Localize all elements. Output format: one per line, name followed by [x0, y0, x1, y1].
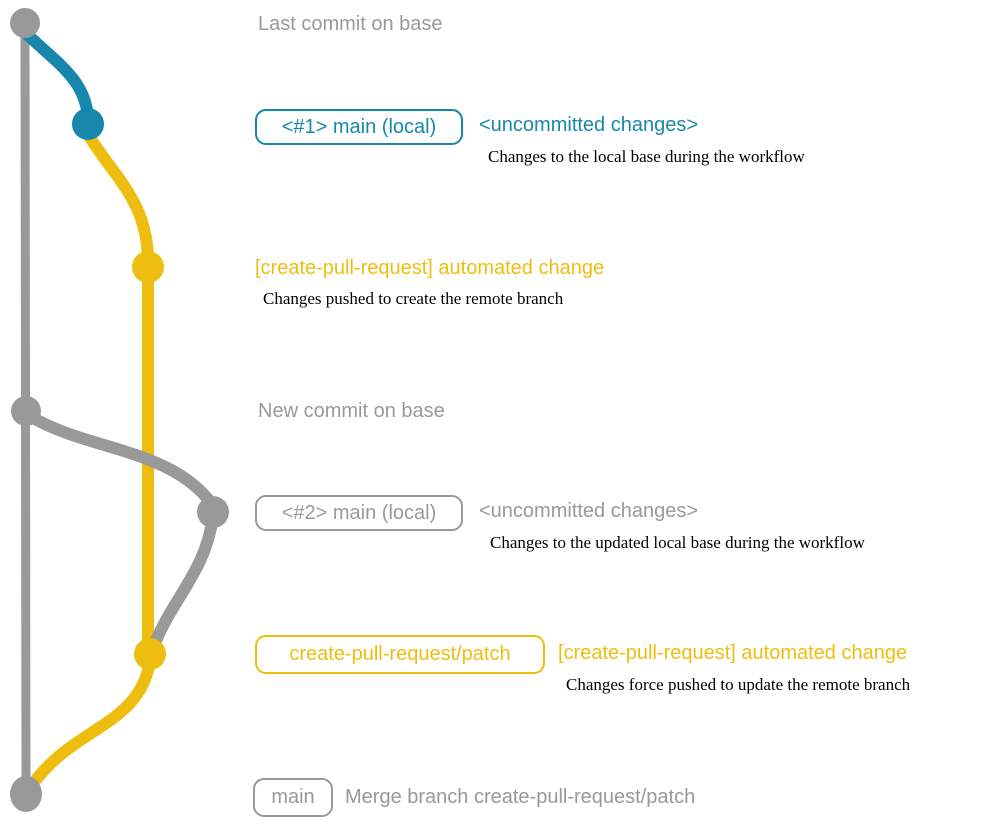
- commit-dot-main1: [72, 108, 104, 140]
- commit-dot-last-base: [10, 8, 40, 38]
- main-branch-badge: main: [253, 778, 333, 817]
- main1-uncommitted-heading: <uncommitted changes>: [479, 114, 699, 136]
- main1-branch-badge: <#1> main (local): [255, 109, 463, 145]
- commit-dot-patch: [134, 638, 166, 670]
- commit-dot-main2: [197, 496, 229, 528]
- merge-commit-label: Merge branch create-pull-request/patch: [345, 786, 696, 808]
- main2-uncommitted-heading: <uncommitted changes>: [479, 500, 699, 522]
- main1-description: Changes to the local base during the wor…: [488, 147, 805, 166]
- commit-dot-cpr-create: [132, 251, 164, 283]
- cpr-update-description: Changes force pushed to update the remot…: [566, 675, 911, 694]
- local-main2-update-line: [147, 510, 219, 654]
- cpr-create-description: Changes pushed to create the remote bran…: [263, 289, 564, 308]
- patch-branch-badge: create-pull-request/patch: [255, 635, 545, 674]
- commit-dot-new-base: [11, 396, 41, 426]
- new-commit-label: New commit on base: [258, 400, 445, 422]
- last-commit-label: Last commit on base: [258, 13, 443, 35]
- cpr-update-heading: [create-pull-request] automated change: [558, 642, 908, 664]
- main-branch-badge-label: main: [271, 786, 315, 808]
- patch-branch-line: [83, 130, 154, 660]
- commit-dot-merge: [10, 776, 42, 812]
- cpr-create-heading: [create-pull-request] automated change: [255, 257, 605, 279]
- main2-description: Changes to the updated local base during…: [490, 533, 865, 552]
- main1-branch-badge-label: <#1> main (local): [281, 115, 437, 138]
- local-main2-branch-line: [24, 410, 217, 509]
- local-main1-branch-line: [21, 28, 94, 128]
- main2-branch-badge: <#2> main (local): [255, 495, 463, 531]
- patch-branch-badge-label: create-pull-request/patch: [289, 643, 511, 665]
- main2-branch-badge-label: <#2> main (local): [281, 501, 437, 524]
- patch-merge-line: [24, 656, 156, 794]
